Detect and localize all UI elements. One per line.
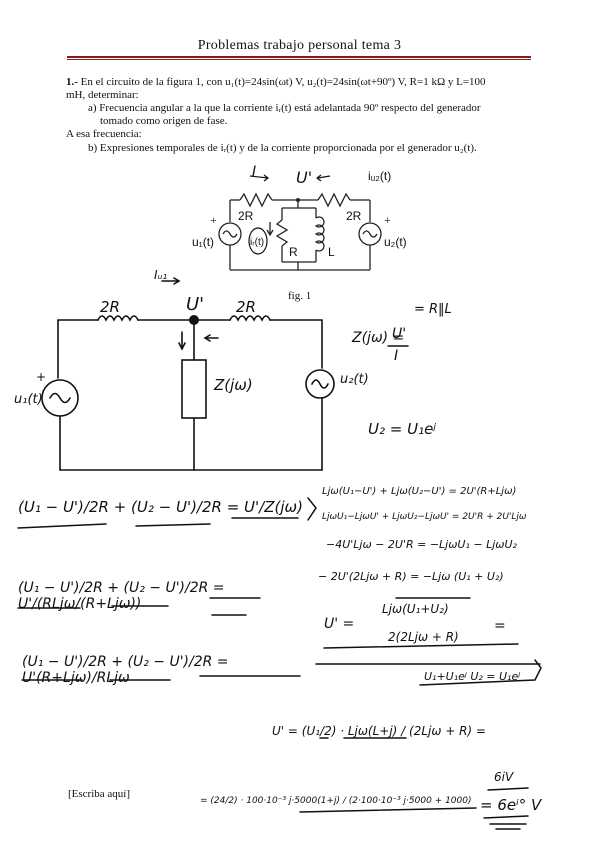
fig-label-l: L (328, 245, 335, 259)
fig-label-iu2: iᵤ₂(t) (368, 169, 392, 183)
answer-top: 6iV (494, 770, 514, 784)
eq-3: (U₁ − U')/2R + (U₂ − U')/2R = U'(R+Ljω)/… (22, 654, 229, 686)
hand-u2-relation: U₂ = U₁eʲ (368, 420, 436, 438)
problem-intro-text: En el circuito de la figura 1, con u₁(t)… (80, 76, 486, 88)
hand-2r-right: 2R (236, 298, 256, 316)
question-a-2: tomado como origen de fase. (100, 115, 228, 127)
fig-label-2r-left: 2R (238, 209, 254, 223)
placeholder-write-here: [Escriba aquí] (68, 788, 130, 800)
fig-plus-left: + (210, 213, 217, 227)
deriv-boxed: U₁+U₁eʲ U₂ = U₁eʲ (424, 670, 521, 683)
fig-label-2r-right: 2R (346, 209, 362, 223)
problem-number: 1.- (66, 76, 78, 88)
hand-z-rhs: = R‖L (414, 302, 452, 317)
hand-2r-left: 2R (100, 298, 120, 316)
fig-label-u2: u₂(t) (384, 235, 407, 249)
deriv-4: − 2U'(2Ljω + R) = −Ljω (U₁ + U₂) (318, 570, 504, 583)
deriv-5-den: 2(2Ljω + R) (388, 630, 459, 644)
frequency-note: A esa frecuencia: (66, 128, 142, 140)
page-title: Problemas trabajo personal tema 3 (197, 38, 402, 53)
title-rule (67, 56, 531, 58)
fig-label-r: R (289, 245, 298, 259)
title-rule-thin (67, 59, 531, 60)
figure-caption: fig. 1 (288, 290, 312, 302)
deriv-7: = (24/2) · 100·10⁻³ j·5000(1+j) / (2·100… (200, 796, 472, 806)
fig-label-u1: u₁(t) (192, 235, 215, 249)
fig-plus-right: + (384, 213, 391, 227)
fig-label-ir: iᵣ(t) (250, 237, 265, 248)
final-answer: = 6eⁱ° V (480, 796, 542, 814)
deriv-6: U' = (U₁/2) · Ljω(L+j) / (2Ljω + R) = (272, 724, 486, 738)
hand-u1t: u₁(t) (14, 392, 43, 407)
hand-z-def: Z(jω) = (352, 330, 405, 346)
question-b: b) Expresiones temporales de iᵣ(t) y de … (88, 142, 477, 154)
problem-intro-2: mH, determinar: (66, 89, 139, 101)
deriv-5-num: Ljω(U₁+U₂) (382, 602, 449, 616)
deriv-1: Ljω(U₁−U') + Ljω(U₂−U') = 2U'(R+Ljω) (322, 486, 517, 497)
hand-plus: + (36, 370, 47, 384)
deriv-3: −4U'Ljω − 2U'R = −LjωU₁ − LjωU₂ (326, 538, 517, 551)
hand-z-num: U' (392, 326, 407, 342)
hand-u2t: u₂(t) (340, 372, 369, 387)
deriv-2: LjωU₁−LjωU' + LjωU₂−LjωU' = 2U'R + 2U'Lj… (322, 512, 527, 522)
hand-z-den: I (394, 348, 399, 364)
hand-node-u: U' (186, 294, 205, 315)
question-a-1: a) Frecuencia angular a la que la corrie… (88, 102, 481, 114)
hand-zjw: Z(jω) (214, 376, 253, 394)
deriv-5-lhs: U' = (324, 616, 355, 632)
eq-1: (U₁ − U')/2R + (U₂ − U')/2R = U'/Z(jω) (18, 498, 303, 516)
deriv-5-eq: = (494, 618, 506, 634)
hand-iu1: Iᵤ₁ (154, 268, 168, 282)
eq-2: (U₁ − U')/2R + (U₂ − U')/2R = U'/(RLjω/(… (18, 580, 225, 612)
fig-hand-node: U' (296, 168, 313, 187)
fig-hand-current: I (252, 164, 257, 180)
problem-intro-1: 1.- En el circuito de la figura 1, con u… (66, 76, 486, 89)
